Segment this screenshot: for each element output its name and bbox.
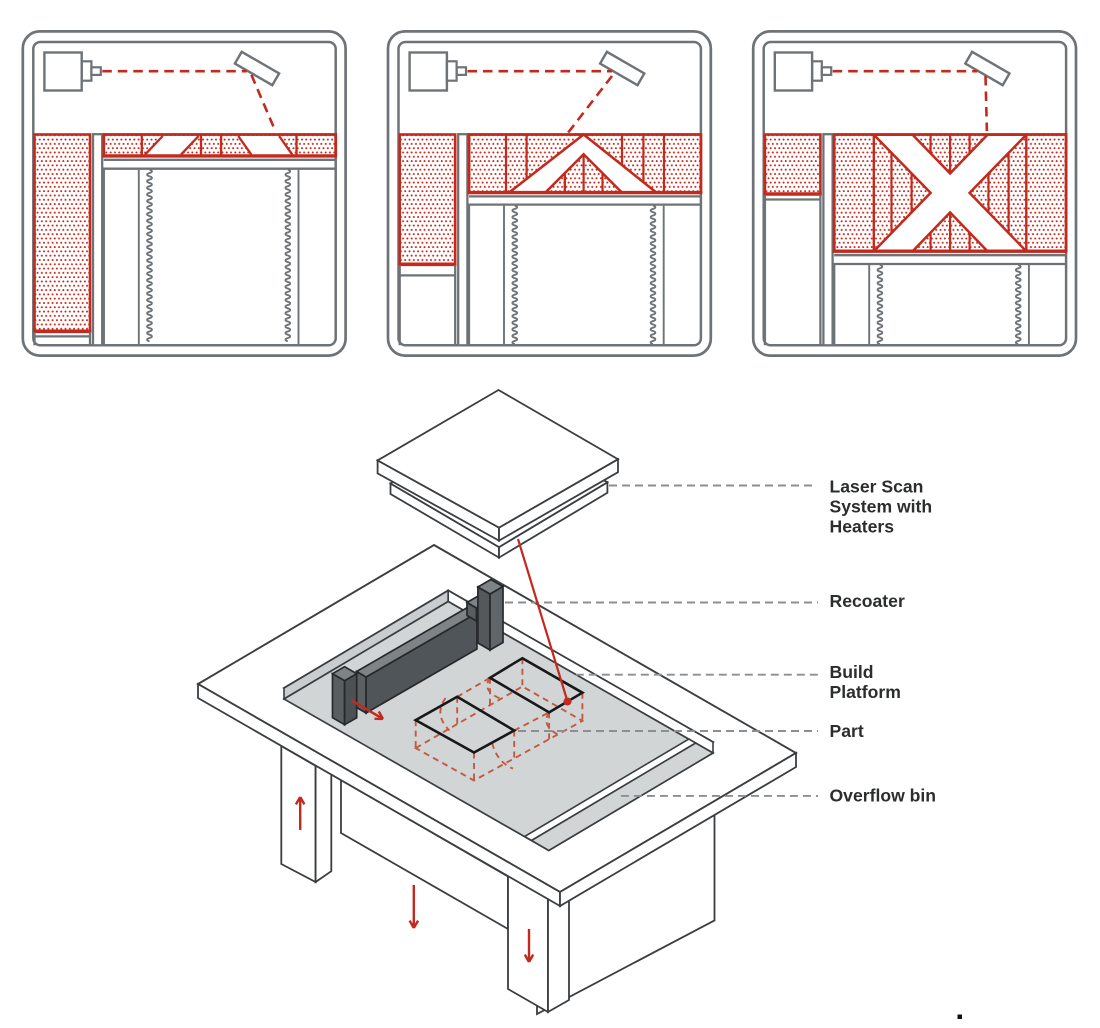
svg-text:Overflow bin: Overflow bin [830,786,937,806]
svg-text:System with: System with [830,497,933,517]
svg-text:Heaters: Heaters [830,517,895,537]
svg-text:Build: Build [830,662,874,682]
svg-text:Platform: Platform [830,682,901,702]
svg-text:Laser Scan: Laser Scan [830,477,924,497]
svg-text:Recoater: Recoater [830,591,905,611]
svg-text:Part: Part [830,721,864,741]
